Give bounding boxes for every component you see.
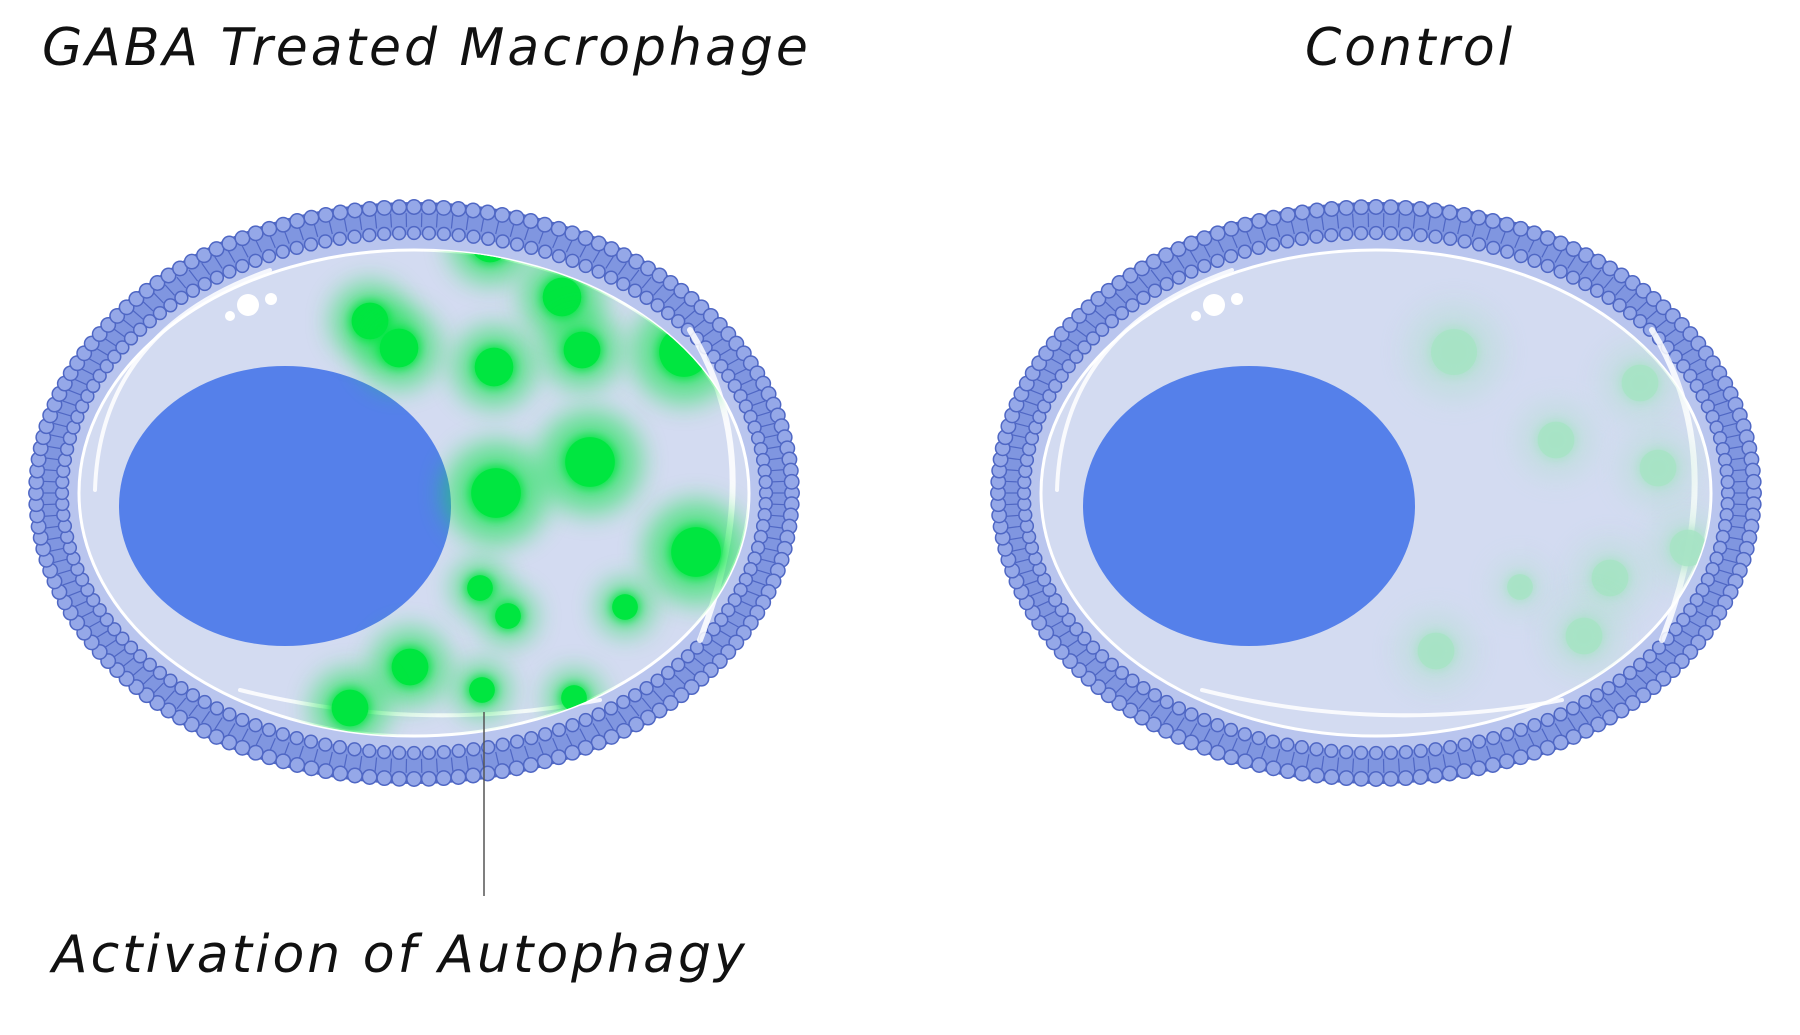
autophagosome-icon [1546, 598, 1622, 674]
treated-macrophage-title: GABA Treated Macrophage [42, 18, 811, 78]
autophagosome-icon [1406, 304, 1502, 400]
autophagosome-icon [1602, 345, 1678, 421]
autophagosome-icon [454, 327, 534, 407]
nucleus-icon [119, 366, 451, 646]
autophagosome-icon [1620, 430, 1696, 506]
faint-autophagosome-group [1398, 304, 1711, 689]
autophagosome-icon [312, 670, 388, 736]
autophagosome-icon [1493, 560, 1547, 614]
autophagosome-icon [444, 441, 548, 545]
treated-macrophage-cell-icon [28, 199, 800, 787]
autophagosome-icon [598, 580, 652, 634]
autophagosome-icon [1518, 402, 1594, 478]
autophagosome-icon [455, 663, 509, 717]
nucleus-icon [1083, 366, 1415, 646]
autophagosome-icon [1572, 540, 1648, 616]
autophagosome-icon [359, 308, 439, 388]
active-autophagosome-group [312, 250, 748, 736]
autophagosome-icon [538, 410, 642, 514]
autophagosome-icon [544, 312, 620, 388]
autophagosome-icon [481, 589, 535, 643]
control-macrophage-cell-icon [990, 199, 1762, 787]
autophagosome-icon [372, 629, 448, 705]
autophagosome-icon [644, 500, 748, 604]
autophagy-callout-label: Activation of Autophagy [52, 925, 748, 985]
autophagosome-icon [1398, 613, 1474, 689]
control-title: Control [1305, 18, 1516, 78]
